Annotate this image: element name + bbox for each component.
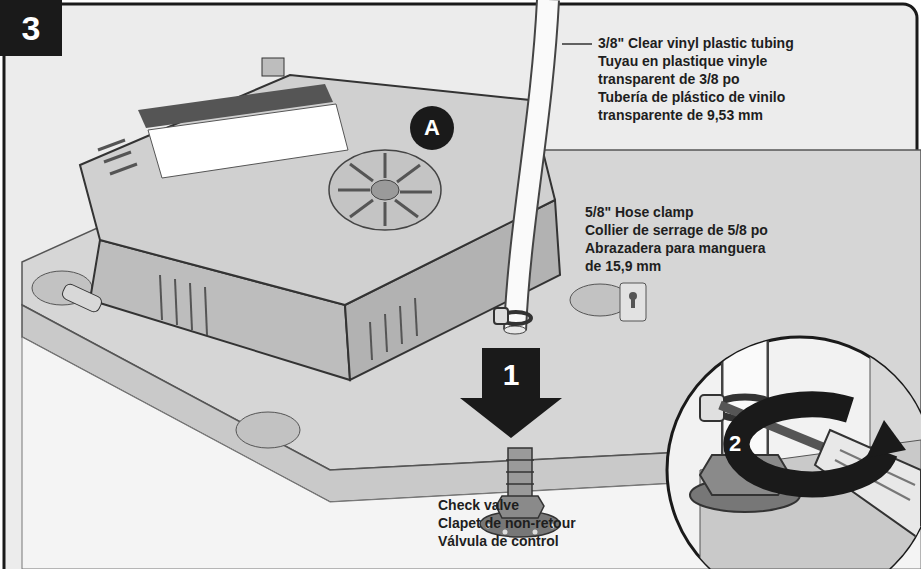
part-label: Collier de serrage de 5/8 po: [585, 221, 825, 239]
step-number-badge: 3: [0, 0, 62, 56]
part-label: Tubería de plástico de vinilo transparen…: [598, 88, 843, 124]
part-label: 3/8" Clear vinyl plastic tubing: [598, 34, 868, 52]
step-number-badge-text: 3: [22, 9, 41, 48]
part-letter-circle: A: [410, 106, 454, 150]
part-label: Abrazadera para manguera de 15,9 mm: [585, 239, 785, 275]
part-label: 5/8" Hose clamp: [585, 203, 815, 221]
callout-number: 2: [723, 431, 747, 457]
part-label: Check valve: [438, 496, 638, 514]
callout-number: 1: [496, 358, 526, 392]
part-letter-circle-text: A: [424, 115, 440, 141]
part-label: Clapet de non-retour: [438, 514, 638, 532]
part-label: Válvula de control: [438, 532, 638, 550]
part-label: Tuyau en plastique vinyle transparent de…: [598, 52, 818, 88]
